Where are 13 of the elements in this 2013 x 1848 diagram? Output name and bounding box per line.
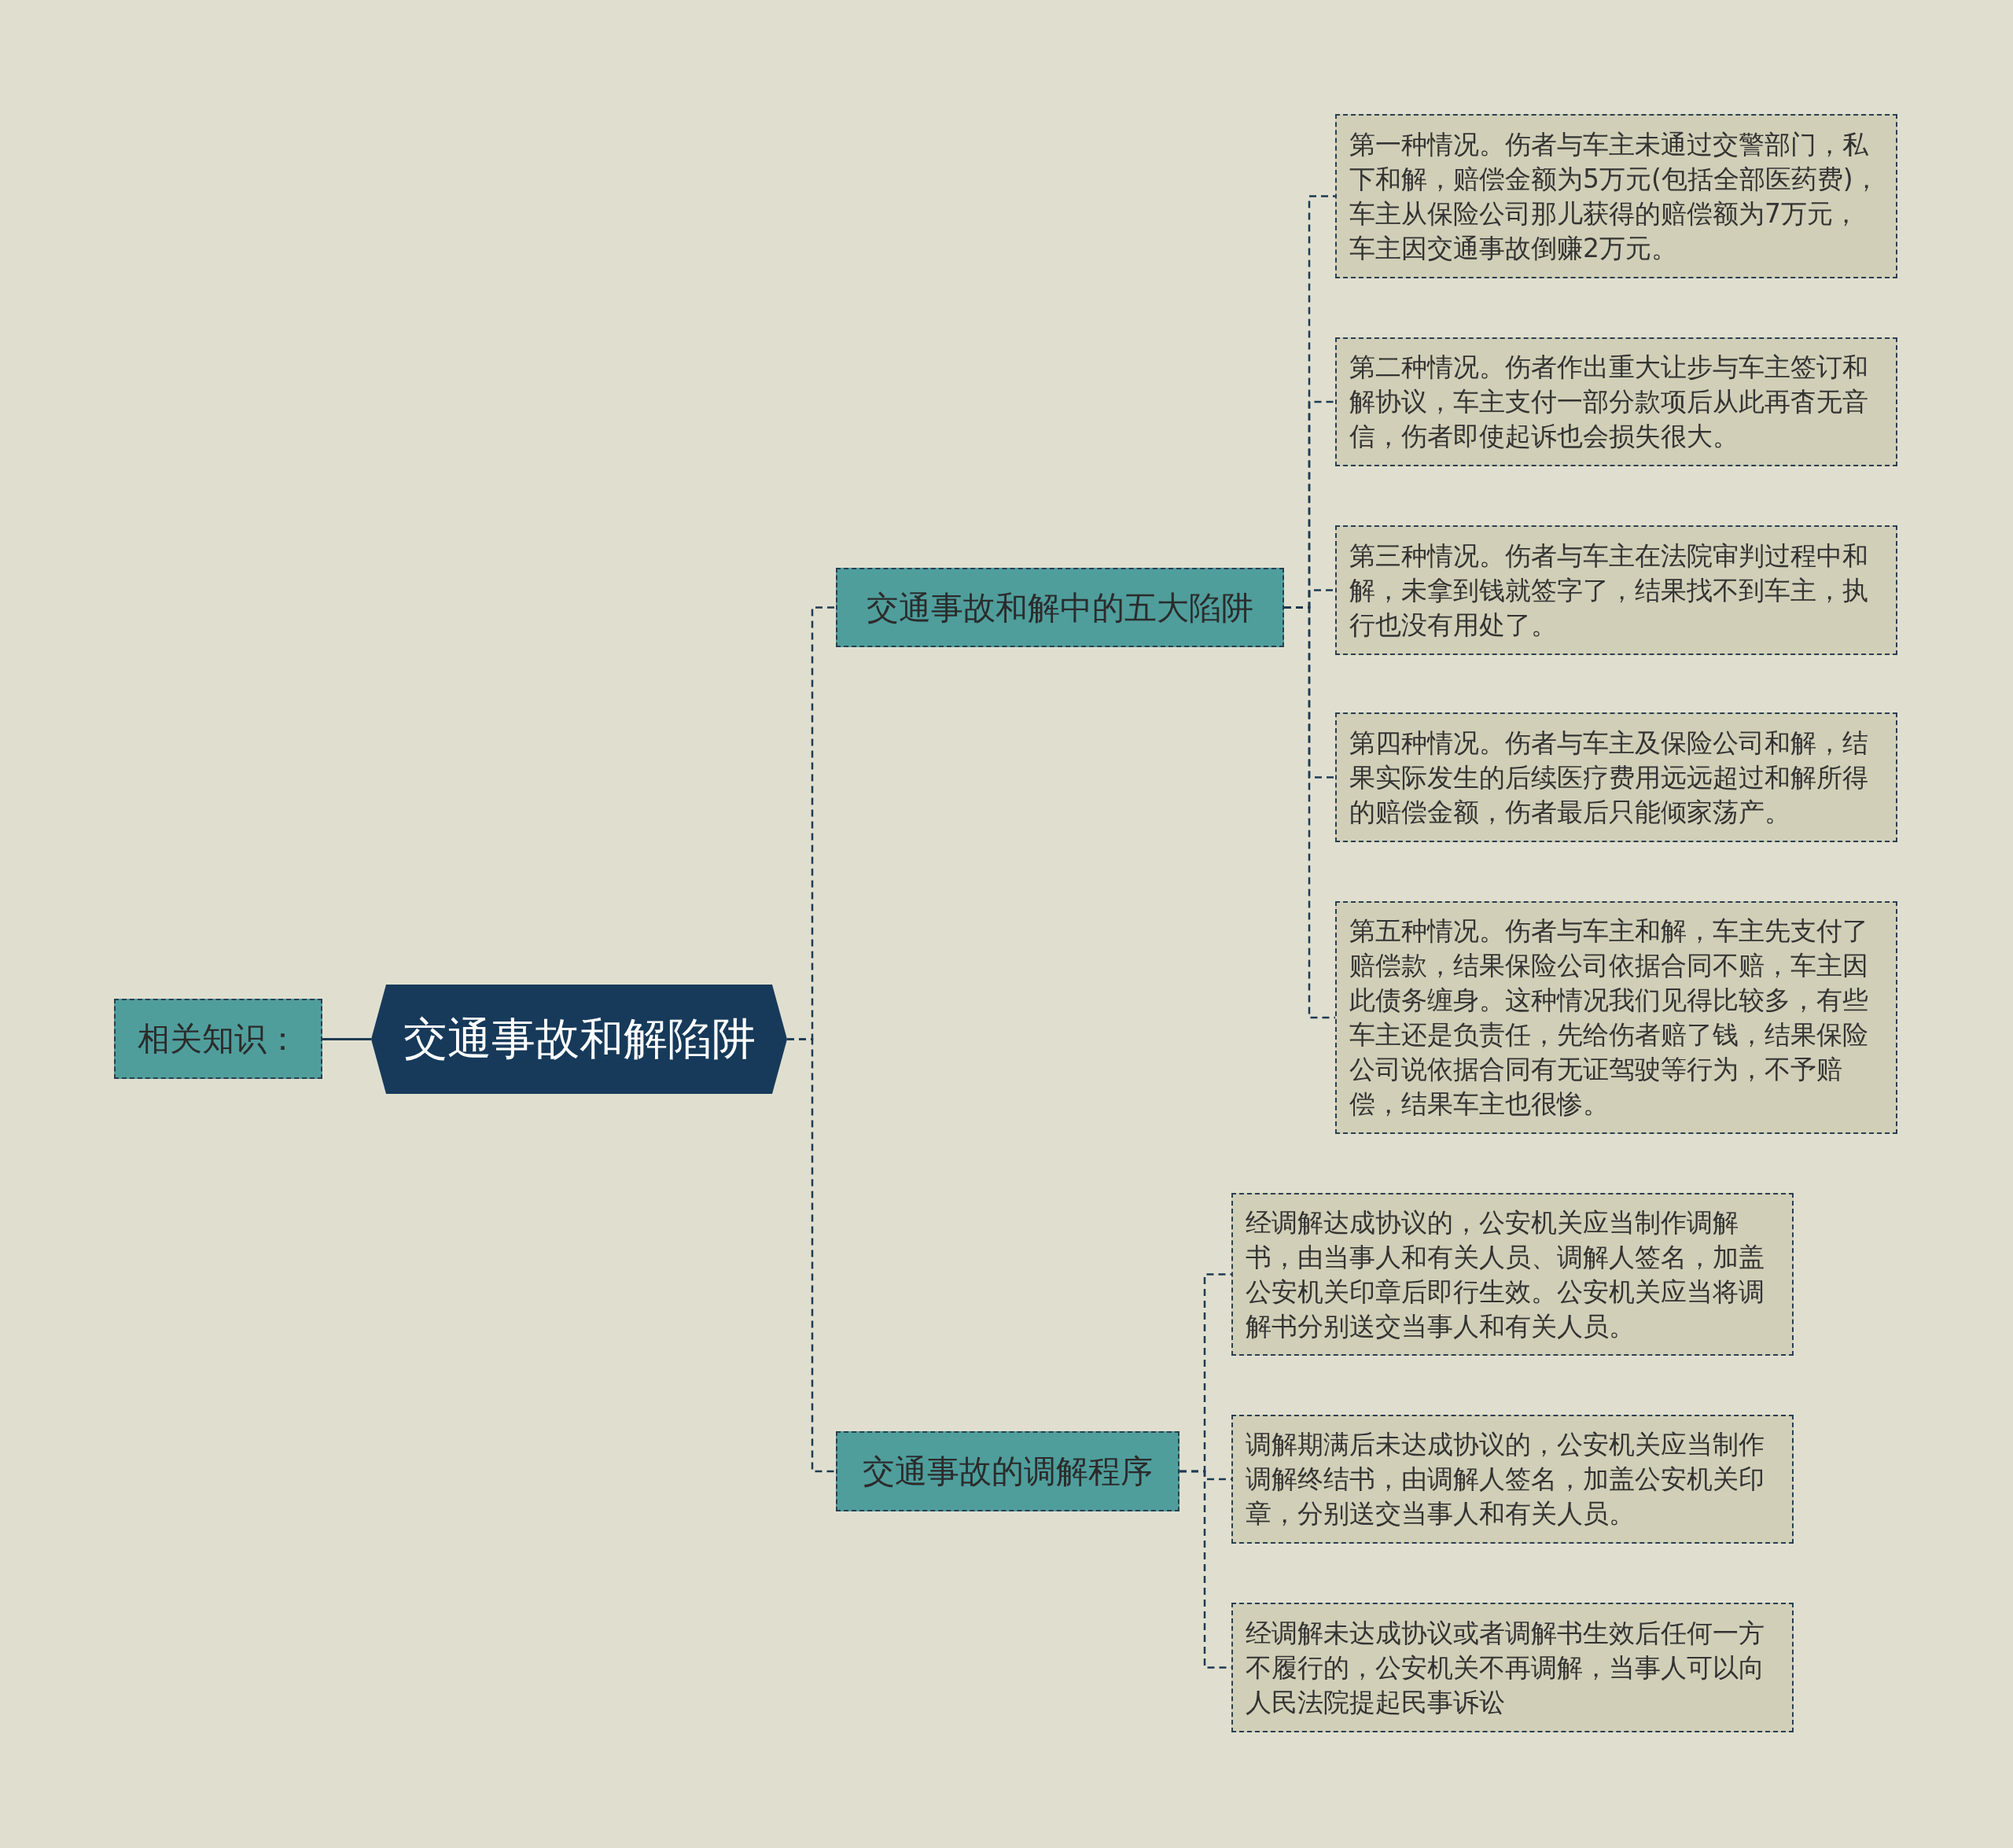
topic-box: 相关知识：: [114, 999, 322, 1079]
text-box: 第四种情况。伤者与车主及保险公司和解，结果实际发生的后续医疗费用远远超过和解所得的赔偿金额，伤者最后只能倾家荡产。: [1335, 712, 1897, 842]
connector-line: [787, 1038, 836, 1473]
text-box: 第二种情况。伤者作出重大让步与车主签订和解协议，车主支付一部分款项后从此再杳无音信，伤者即使起诉也会损失很大。: [1335, 337, 1897, 466]
topic-box: 交通事故的调解程序: [836, 1431, 1179, 1511]
text-box: 第五种情况。伤者与车主和解，车主先支付了赔偿款，结果保险公司依据合同不赔，车主因此债务缠身。这种情况我们见得比较多，有些车主还是负责任，先给伤者赔了钱，结果保险公司说依据合同有无证驾驶等行为，不予赔偿，结果车主也很惨。: [1335, 901, 1897, 1134]
topic-box: 交通事故和解中的五大陷阱: [836, 568, 1284, 647]
text-box: 调解期满后未达成协议的，公安机关应当制作调解终结书，由调解人签名，加盖公安机关印章，分别送交当事人和有关人员。: [1231, 1415, 1794, 1544]
text-box: 经调解达成协议的，公安机关应当制作调解书，由当事人和有关人员、调解人签名，加盖公安机关印章后即行生效。公安机关应当将调解书分别送交当事人和有关人员。: [1231, 1193, 1794, 1356]
connector-line: [322, 1038, 371, 1040]
text-box: 经调解未达成协议或者调解书生效后任何一方不履行的，公安机关不再调解，当事人可以向人民法院提起民事诉讼: [1231, 1603, 1794, 1732]
text-box: 第三种情况。伤者与车主在法院审判过程中和解，未拿到钱就签字了，结果找不到车主，执行也没有用处了。: [1335, 525, 1897, 655]
text-box: 第一种情况。伤者与车主未通过交警部门，私下和解，赔偿金额为5万元(包括全部医药费)，车主从保险公司那儿获得的赔偿额为7万元，车主因交通事故倒赚2万元。: [1335, 114, 1897, 278]
